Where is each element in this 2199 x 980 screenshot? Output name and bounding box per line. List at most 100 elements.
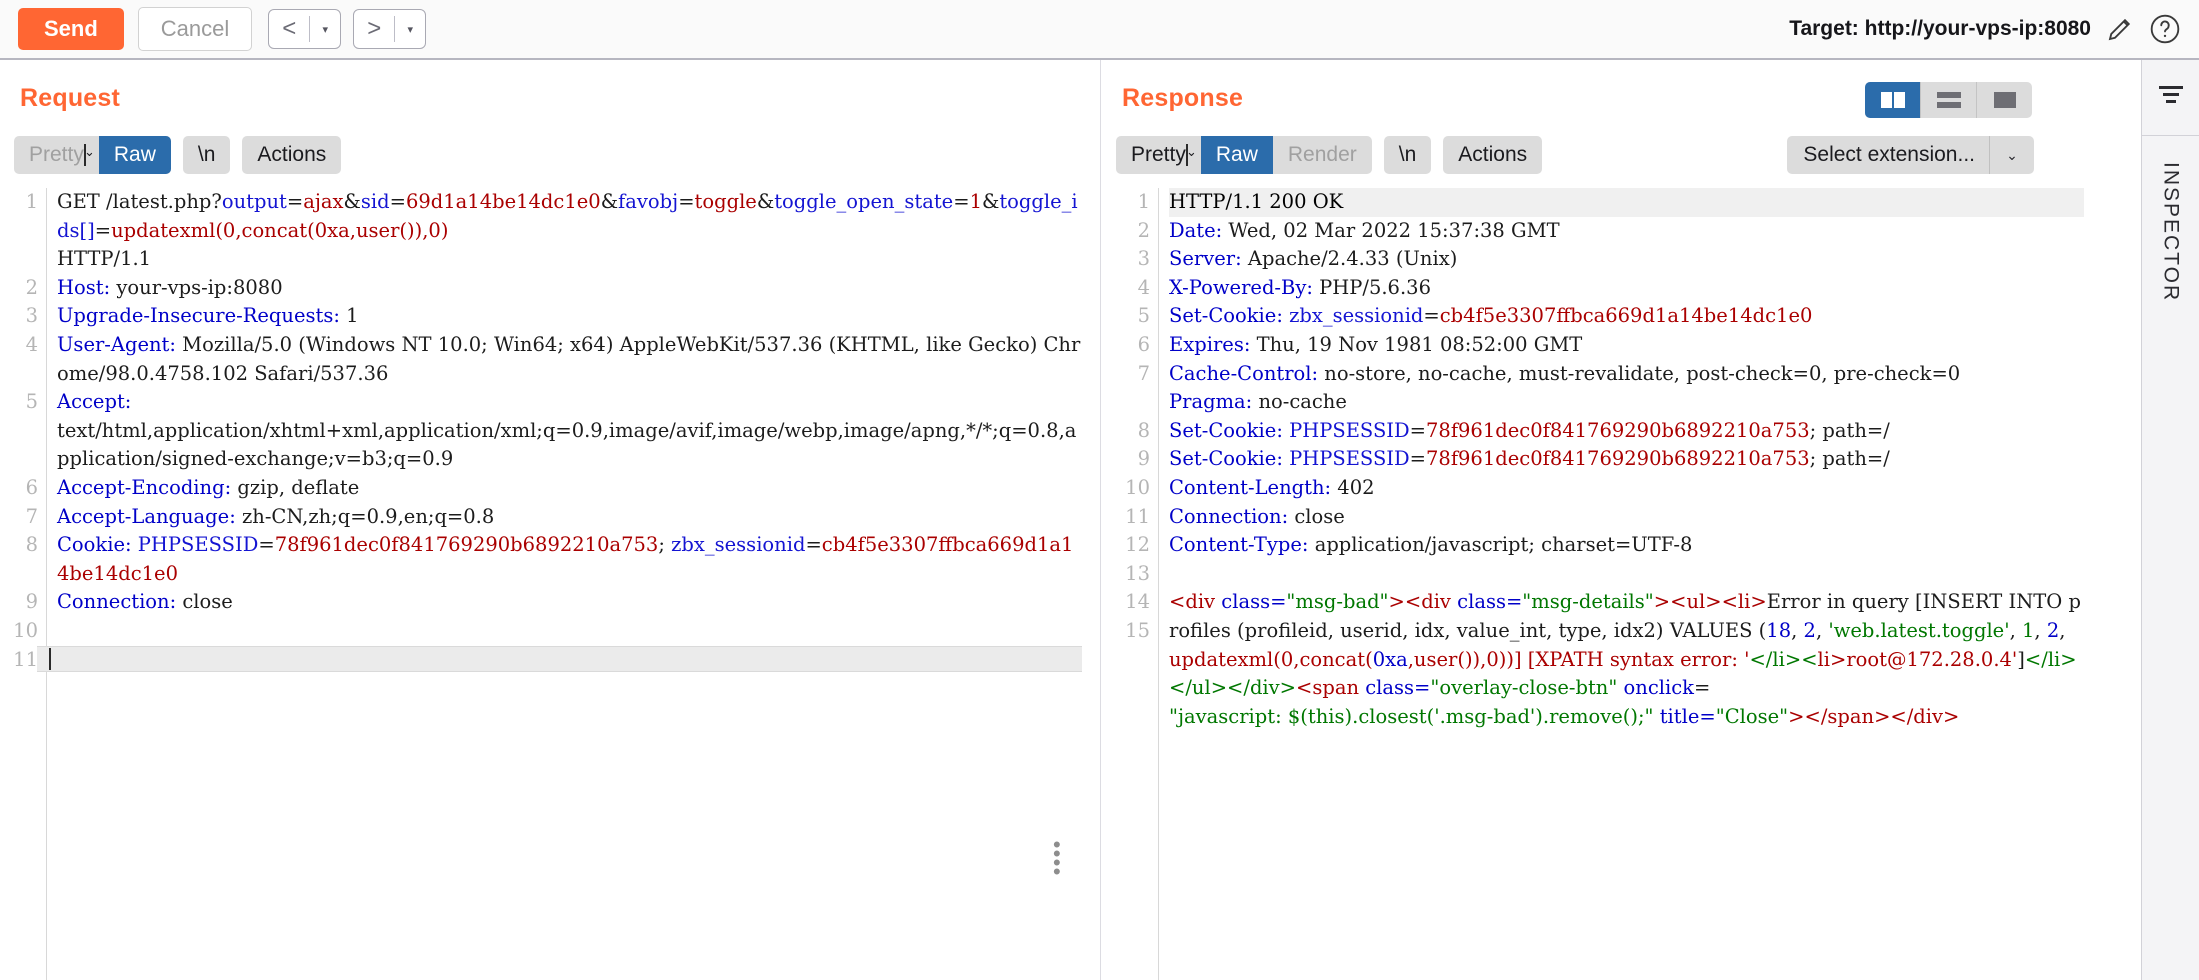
line-number-blank: . xyxy=(1104,388,1150,417)
line-number: 7 xyxy=(25,504,38,528)
header-value: Wed, 02 Mar 2022 15:37:38 GMT xyxy=(1228,218,1560,242)
divider xyxy=(2141,135,2199,136)
leaked-credential-tail: ] xyxy=(2017,647,2025,671)
pane-divider[interactable] xyxy=(1100,60,1104,980)
param-key: output xyxy=(221,190,287,213)
line-number: 11 xyxy=(13,647,38,671)
param-value: ajax xyxy=(303,190,344,213)
response-line-9: Set-Cookie: PHPSESSID=78f961dec0f8417692… xyxy=(1169,418,1890,442)
header-key: Accept-Language: xyxy=(57,504,236,528)
response-line-numbers: 1 2 3 4 5 6 7 . 8 9 10 11 12 13 14 15 xyxy=(1104,188,1158,980)
select-extension-dropdown[interactable]: Select extension... ⌄ xyxy=(1787,136,2034,174)
header-key: X-Powered-By: xyxy=(1169,275,1313,299)
line-number: 5 xyxy=(1137,304,1150,328)
split-view-icon[interactable] xyxy=(1865,82,1920,118)
tab-response-pretty[interactable]: Pretty xyxy=(1131,143,1186,166)
header-value: Apache/2.4.33 (Unix) xyxy=(1247,247,1458,271)
html-tag: <span xyxy=(1296,676,1366,700)
header-value: zh-CN,zh;q=0.9,en;q=0.8 xyxy=(241,504,495,528)
send-button[interactable]: Send xyxy=(18,8,124,50)
line-number-blank: . xyxy=(0,417,38,446)
divider xyxy=(1989,136,1990,174)
question-mark-icon[interactable] xyxy=(2149,13,2181,45)
line-number: 4 xyxy=(1137,275,1150,299)
response-status-line: HTTP/1.1 200 OK xyxy=(1169,188,2084,217)
tab-request-pretty[interactable]: Pretty xyxy=(29,143,84,166)
history-back-group[interactable]: < ▾ xyxy=(268,9,342,49)
cookie-key: zbx_sessionid xyxy=(671,533,806,557)
response-body: <div class="msg-bad"><div class="msg-det… xyxy=(1169,590,2081,728)
request-method: GET /latest.php? xyxy=(57,190,222,213)
request-actions-button[interactable]: Actions ⌄ xyxy=(84,136,342,174)
cancel-button[interactable]: Cancel xyxy=(137,7,253,51)
inspector-label[interactable]: INSPECTOR xyxy=(2159,162,2183,303)
header-key: Cookie: xyxy=(57,533,132,557)
tab-response-raw[interactable]: Raw xyxy=(1200,136,1273,174)
header-value: text/html,application/xhtml+xml,applicat… xyxy=(57,418,1077,471)
response-line-5: Set-Cookie: zbx_sessionid=cb4f5e3307ffbc… xyxy=(1169,304,1813,328)
request-code[interactable]: GET /latest.php?output=ajax&sid=69d1a14b… xyxy=(37,188,1082,980)
header-value: Mozilla/5.0 (Windows NT 10.0; Win64; x64… xyxy=(57,332,1081,385)
xpath-error-quote: </li>< xyxy=(1749,647,1818,671)
single-view-icon[interactable] xyxy=(1977,82,2032,118)
param-key: sid xyxy=(360,190,390,213)
cookie-attrs: ; path=/ xyxy=(1809,447,1890,471)
header-key: Set-Cookie: xyxy=(1169,304,1283,328)
html-attr-value: "msg-details" xyxy=(1522,590,1654,614)
response-line-14-blank xyxy=(1169,560,2084,589)
history-forward-icon[interactable]: > xyxy=(367,15,382,42)
sql-hex: 0xa xyxy=(1372,647,1408,671)
html-tag: ><div xyxy=(1388,590,1458,614)
param-value: toggle xyxy=(694,190,757,213)
request-line-1: GET /latest.php?output=ajax&sid=69d1a14b… xyxy=(57,190,1078,271)
response-actions-button[interactable]: Actions ⌄ xyxy=(1186,136,1543,174)
header-key: Content-Length: xyxy=(1169,475,1332,499)
sql-number: 2 xyxy=(2046,618,2060,642)
cookie-key: PHPSESSID xyxy=(137,533,259,557)
request-editor[interactable]: 1 . . 2 3 4 . 5 . . 6 7 8 . 9 10 11 xyxy=(0,188,1082,980)
request-line-4: User-Agent: Mozilla/5.0 (Windows NT 10.0… xyxy=(57,331,1082,388)
header-key: User-Agent: xyxy=(57,332,176,356)
pane-resize-handle[interactable]: •••• xyxy=(1053,832,1061,884)
html-attr-value: "Close" xyxy=(1715,704,1789,728)
sql-payload-tail: ,user()),0))] [XPATH syntax error: ' xyxy=(1407,647,1750,671)
param-value: 1 xyxy=(969,190,982,213)
header-key: Host: xyxy=(57,275,111,299)
request-line-numbers: 1 . . 2 3 4 . 5 . . 6 7 8 . 9 10 11 xyxy=(0,188,46,980)
response-toolbar: Pretty Raw Render \n Actions ⌄ xyxy=(1116,136,1543,174)
collapse-icon[interactable] xyxy=(2156,82,2186,113)
header-key: Content-Type: xyxy=(1169,533,1309,557)
pencil-icon[interactable] xyxy=(2105,14,2135,44)
response-newline-toggle[interactable]: \n xyxy=(1383,136,1432,174)
response-line-2: Date: Wed, 02 Mar 2022 15:37:38 GMT xyxy=(1169,217,2084,246)
target-area: Target: http://your-vps-ip:8080 xyxy=(1789,13,2181,45)
line-number-blank: . xyxy=(0,360,38,389)
stacked-view-icon[interactable] xyxy=(1921,82,1976,118)
html-attr: class= xyxy=(1365,676,1431,700)
cookie-value: 78f961dec0f841769290b6892210a753 xyxy=(1426,418,1810,442)
param-key: toggle_open_state xyxy=(774,190,954,213)
history-back-icon[interactable]: < xyxy=(282,15,297,42)
history-forward-chevron-down-icon[interactable]: ▾ xyxy=(407,23,414,36)
history-back-chevron-down-icon[interactable]: ▾ xyxy=(322,23,329,36)
request-newline-label: \n xyxy=(197,143,216,166)
response-code[interactable]: HTTP/1.1 200 OK Date: Wed, 02 Mar 2022 1… xyxy=(1158,188,2084,980)
request-newline-toggle[interactable]: \n xyxy=(182,136,231,174)
response-line-12: Connection: close xyxy=(1169,503,2084,532)
request-line-10 xyxy=(57,617,1082,646)
html-attr: title= xyxy=(1653,704,1716,728)
line-number: 1 xyxy=(25,190,38,213)
request-title: Request xyxy=(20,84,121,112)
request-toolbar: Pretty Raw \n Actions ⌄ xyxy=(14,136,342,174)
response-title: Response xyxy=(1122,84,1244,112)
html-attr-value: "msg-bad" xyxy=(1286,590,1389,614)
request-line-3: Upgrade-Insecure-Requests: 1 xyxy=(57,302,1082,331)
response-editor[interactable]: 1 2 3 4 5 6 7 . 8 9 10 11 12 13 14 15 xyxy=(1104,188,2084,980)
top-toolbar: Send Cancel < ▾ > ▾ Target: http://your-… xyxy=(0,0,2199,60)
response-line-4: X-Powered-By: PHP/5.6.36 xyxy=(1169,274,2084,303)
divider xyxy=(1976,82,1977,118)
tab-request-raw[interactable]: Raw xyxy=(98,136,171,174)
request-line-7: Accept-Language: zh-CN,zh;q=0.9,en;q=0.8 xyxy=(57,503,1082,532)
history-forward-group[interactable]: > ▾ xyxy=(353,9,427,49)
tab-response-render[interactable]: Render xyxy=(1287,143,1357,166)
